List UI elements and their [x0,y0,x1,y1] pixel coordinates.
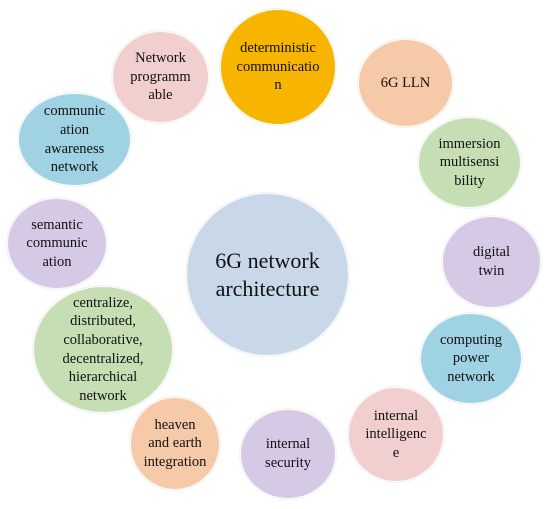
node-heaven-earth-integration: heaven and earth integration [130,397,220,490]
node-label: internal security [265,436,311,471]
node-label: digital twin [472,244,511,279]
node-label: communic ation awareness network [43,103,106,176]
node-label: computing power network [439,331,503,385]
node-semantic-communication: semantic communic ation [7,198,107,289]
node-network-programmable: Network programm able [112,31,209,123]
node-6g-lln: 6G LLN [358,39,453,127]
node-label: heaven and earth integration [143,416,207,470]
node-label: deterministic communicatio n [236,40,320,94]
node-network-topology: centralize, distributed, collaborative, … [33,286,173,413]
node-digital-twin: digital twin [442,216,541,308]
node-communication-awareness-network: communic ation awareness network [18,93,131,186]
node-label: Network programm able [130,50,191,104]
node-label: internal intelligenc e [365,407,427,461]
center-node-label: 6G network architecture [215,248,320,301]
node-label: centralize, distributed, collaborative, … [62,294,144,404]
node-internal-intelligence: internal intelligenc e [348,387,444,482]
node-label: immersion multisensi bility [438,135,501,189]
node-computing-power-network: computing power network [420,313,522,404]
node-internal-security: internal security [240,409,336,499]
node-label: semantic communic ation [26,216,88,270]
node-deterministic-communication: deterministic communicatio n [220,9,336,125]
node-immersion-multisensibility: immersion multisensi bility [418,117,521,208]
node-label: 6G LLN [380,74,431,91]
center-node: 6G network architecture [186,193,349,356]
